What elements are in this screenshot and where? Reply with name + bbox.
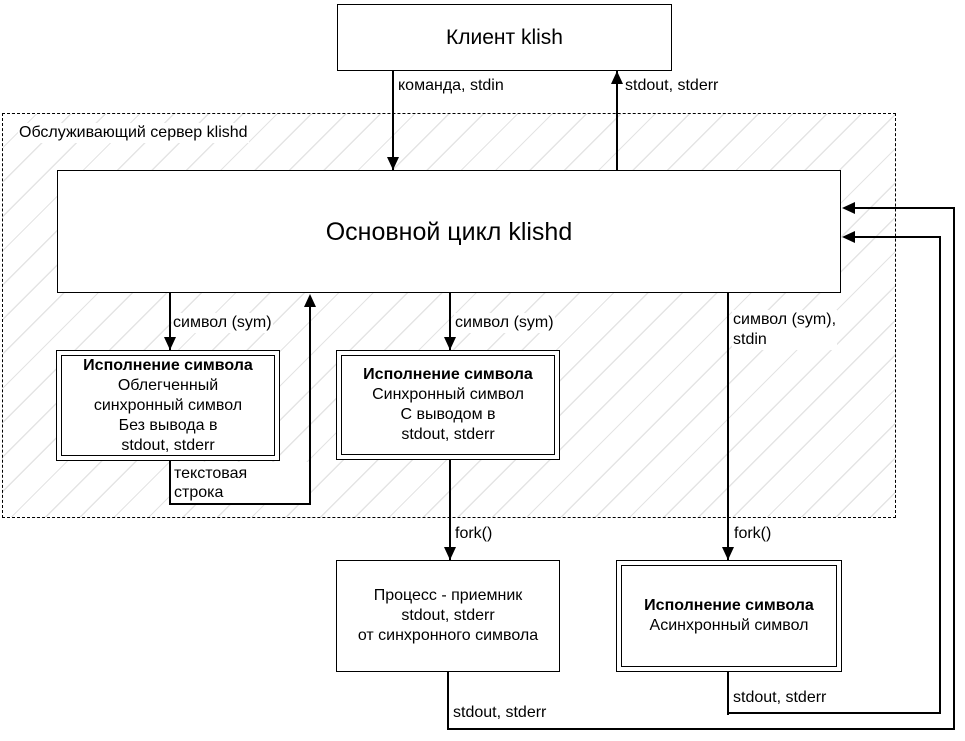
client-label: Клиент klish: [446, 25, 563, 49]
main-loop-label: Основной цикл klishd: [325, 217, 573, 246]
receiver-line: Процесс - приемник: [373, 587, 523, 604]
edge-stdout-async-line-across: [727, 712, 941, 714]
arrowhead-receiver-into-main-right: [842, 202, 855, 214]
edge-stdout-stderr-to-client-line: [616, 71, 618, 170]
arrowhead-fork-into-receiver: [444, 547, 456, 560]
arrowhead-into-main-top: [387, 157, 399, 170]
edge-symbol-sym-light-line: [169, 293, 171, 350]
exec-light-line: Облегченный: [117, 376, 219, 394]
arrowhead-into-exec-light: [164, 337, 176, 350]
exec-light-line: Без вывода в: [118, 416, 218, 434]
arrowhead-async-into-main-right: [842, 231, 855, 243]
server-label: Обслуживающий сервер klishd: [18, 123, 249, 143]
receiver-line: от синхронного символа: [357, 627, 539, 644]
edge-label-fork-async: fork(): [733, 524, 773, 544]
edge-label-fork-sync: fork(): [454, 524, 494, 544]
edge-fork-sync-line: [449, 460, 451, 560]
exec-async-line: Асинхронный символ: [649, 617, 809, 634]
edge-stdout-receiver-line-into-main: [845, 207, 955, 209]
edge-text-string-line-across: [169, 503, 311, 505]
receiver-node: Процесс - приемник stdout, stderr от син…: [336, 560, 560, 672]
arrowhead-fork-into-async: [722, 547, 734, 560]
exec-light-node: Исполнение символа Облегченный синхронны…: [56, 350, 280, 461]
exec-sync-title: Исполнение символа: [363, 366, 533, 383]
edge-label-symbol-sym-stdin: символ (sym), stdin: [732, 310, 838, 350]
exec-sync-node: Исполнение символа Синхронный символ С в…: [336, 350, 560, 460]
edge-label-stdout-stderr-async: stdout, stderr: [732, 688, 828, 708]
edge-label-stdout-stderr-to-client: stdout, stderr: [624, 76, 720, 96]
arrowhead-into-exec-sync: [444, 337, 456, 350]
exec-sync-line: stdout, stderr: [401, 426, 495, 443]
edge-command-stdin-line: [392, 71, 394, 170]
client-node: Клиент klish: [337, 4, 672, 71]
edge-label-symbol-sym-light: символ (sym): [172, 313, 273, 333]
exec-light-line: синхронный символ: [93, 396, 243, 414]
edge-stdout-receiver-line-down: [447, 672, 449, 730]
text-string-label-patch: [169, 462, 309, 503]
edge-stdout-async-line-up: [939, 237, 941, 714]
arrowhead-text-string-into-main: [304, 294, 316, 307]
exec-async-title: Исполнение символа: [644, 597, 814, 614]
edge-text-string-line-up: [309, 296, 311, 505]
edge-stdout-receiver-line-up: [953, 208, 955, 730]
main-loop-node: Основной цикл klishd: [57, 170, 841, 293]
edge-stdout-async-line-into-main: [845, 236, 941, 238]
exec-light-line: stdout, stderr: [121, 436, 215, 454]
exec-sync-line: С выводом в: [400, 406, 496, 423]
arrowhead-into-client-bottom: [611, 71, 623, 84]
edge-symbol-sym-stdin-line: [727, 293, 729, 560]
edge-label-command-stdin: команда, stdin: [397, 76, 505, 96]
exec-light-title: Исполнение символа: [83, 356, 253, 374]
edge-label-text-string: текстовая строка: [174, 465, 248, 501]
edge-label-stdout-stderr-receiver: stdout, stderr: [452, 703, 548, 723]
exec-sync-line: Синхронный символ: [372, 386, 524, 403]
edge-symbol-sym-sync-line: [449, 293, 451, 350]
receiver-line: stdout, stderr: [401, 607, 495, 624]
edge-label-symbol-sym-sync: символ (sym): [454, 313, 555, 333]
edge-text-string-line-down: [169, 461, 171, 505]
edge-stdout-receiver-line-across: [447, 728, 955, 730]
edge-stdout-async-line-down: [727, 672, 729, 715]
exec-async-node: Исполнение символа Асинхронный символ: [616, 560, 842, 672]
